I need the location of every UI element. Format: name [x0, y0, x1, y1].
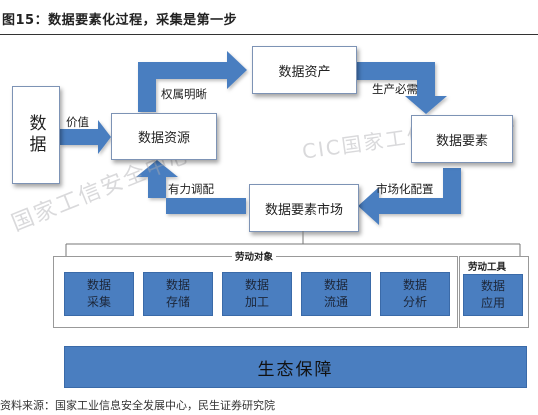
cell-line1: 数据 [480, 279, 505, 293]
labor-object-process: 数据 加工 [222, 272, 292, 316]
node-data-element: 数据要素 [411, 115, 513, 163]
arrow-asset-to-element [356, 62, 447, 114]
labor-object-analyze: 数据 分析 [380, 272, 450, 316]
node-data-asset: 数据资产 [252, 46, 357, 94]
edge-label-necessity: 生产必需 [372, 82, 418, 96]
cell-line2: 加工 [244, 295, 269, 309]
node-data-market-label: 数据要素市场 [264, 202, 343, 218]
node-data-market: 数据要素市场 [249, 184, 359, 232]
edge-label-deployment: 有力调配 [168, 182, 214, 196]
cell-line2: 流通 [323, 295, 348, 309]
node-data-asset-label: 数据资产 [278, 64, 331, 80]
edge-label-value: 价值 [66, 115, 89, 129]
cell-line2: 分析 [402, 295, 427, 309]
arrow-market-to-resource [136, 160, 246, 214]
node-data-resource: 数据资源 [111, 113, 217, 160]
cell-line1: 数据 [86, 278, 111, 292]
node-data-label: 数据 [25, 114, 46, 156]
cell-line2: 应用 [480, 296, 505, 310]
labor-tool-apply: 数据 应用 [463, 274, 523, 316]
ecosystem-guarantee-label: 生态保障 [257, 359, 334, 380]
figure-source: 资料来源：国家工业信息安全发展中心，民生证券研究院 [0, 399, 275, 412]
labor-object-collect: 数据 采集 [64, 272, 134, 316]
ecosystem-guarantee-bar: 生态保障 [64, 346, 527, 388]
labor-object-store: 数据 存储 [143, 272, 213, 316]
title-divider [0, 34, 538, 35]
cell-line2: 采集 [86, 295, 111, 309]
cell-line1: 数据 [244, 278, 269, 292]
node-data-element-label: 数据要素 [435, 133, 488, 149]
cell-line1: 数据 [402, 278, 427, 292]
node-data: 数据 [12, 86, 60, 184]
node-data-resource-label: 数据资源 [137, 131, 190, 146]
arrow-element-to-market [358, 168, 461, 225]
cell-line2: 存储 [165, 295, 190, 309]
edge-label-market-allocation: 市场化配置 [376, 182, 434, 196]
labor-object-circulate: 数据 流通 [301, 272, 371, 316]
cell-line1: 数据 [323, 278, 348, 292]
arrow-resource-to-asset [138, 51, 247, 112]
cell-line1: 数据 [165, 278, 190, 292]
arrow-value [60, 120, 111, 154]
edge-label-ownership: 权属明晰 [161, 87, 207, 101]
figure-title: 图15：数据要素化过程，采集是第一步 [2, 13, 238, 28]
labor-objects-label: 劳动对象 [232, 249, 277, 263]
labor-tools-label: 劳动工具 [468, 262, 507, 273]
